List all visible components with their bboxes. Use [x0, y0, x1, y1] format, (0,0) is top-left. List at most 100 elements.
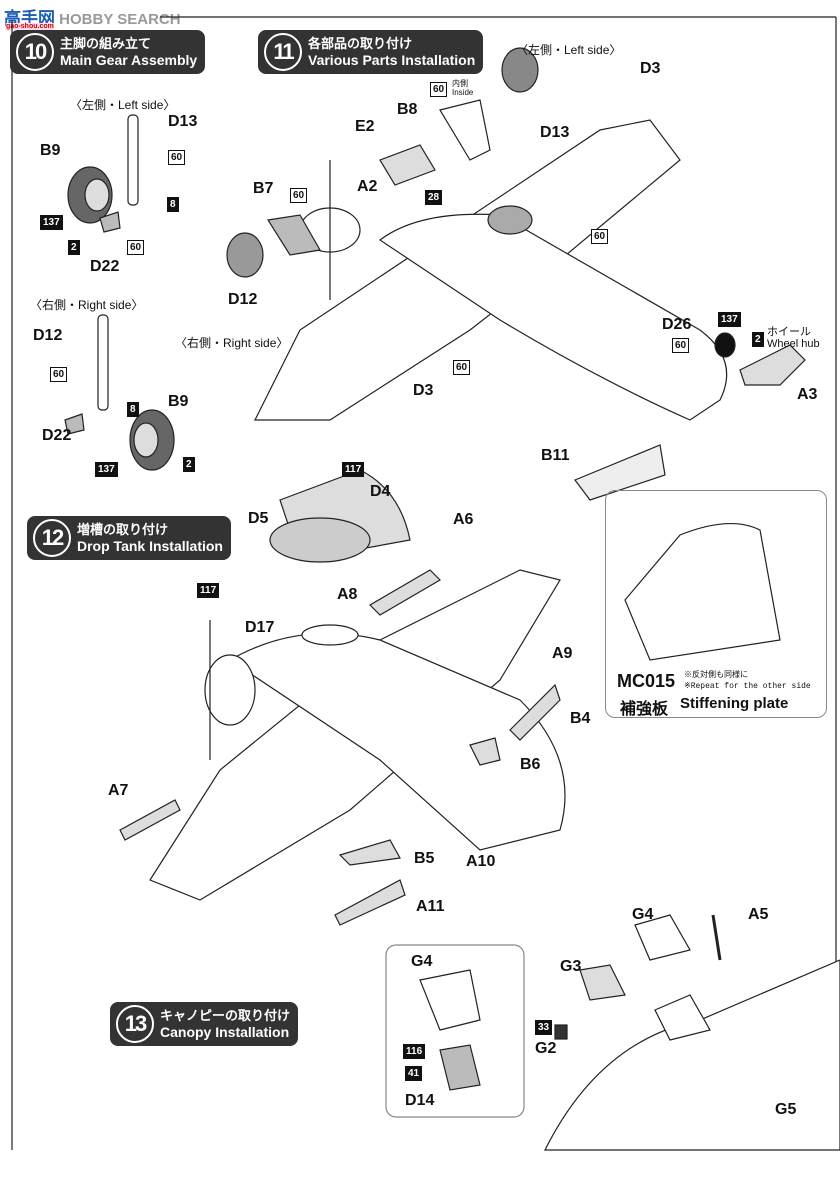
inset-name-en: Stiffening plate — [680, 695, 789, 712]
step-title-jp: キャノピーの取り付け — [160, 1008, 291, 1023]
part-label: D3 — [640, 60, 661, 77]
color-code: 60 — [168, 150, 186, 165]
color-code: 41 — [405, 1066, 423, 1081]
step-title-en: Main Gear Assembly — [60, 52, 198, 68]
part-label: D13 — [540, 124, 570, 141]
step-number: 12 — [33, 519, 71, 557]
inset-note-jp: ※反対側も同様に — [684, 670, 748, 679]
watermark-brand: HOBBY SEARCH — [59, 11, 181, 28]
part-label: D3 — [413, 382, 434, 399]
step-number: 11 — [264, 33, 302, 71]
part-label: D17 — [245, 619, 275, 636]
part-label: A9 — [552, 645, 573, 662]
step-title-en: Drop Tank Installation — [77, 538, 223, 554]
color-code: 117 — [197, 583, 220, 598]
color-code: 60 — [290, 188, 308, 203]
inset-note-en: ※Repeat for the other side — [684, 682, 811, 691]
part-label: D13 — [168, 113, 198, 130]
step-title-jp: 主脚の組み立て — [60, 36, 152, 51]
part-label: B9 — [168, 393, 189, 410]
color-code: 137 — [95, 462, 118, 477]
part-label: A8 — [337, 586, 358, 603]
part-label: B8 — [397, 101, 418, 118]
color-code: 2 — [752, 332, 764, 347]
part-label: D12 — [33, 327, 63, 344]
inset-tail-drawing — [624, 523, 781, 661]
step-title-en: Various Parts Installation — [308, 52, 476, 68]
part-label: D5 — [248, 510, 269, 527]
part-label: MC015 — [617, 671, 676, 691]
part-label: G4 — [632, 906, 654, 923]
part-label: G5 — [775, 1101, 797, 1118]
color-code: 2 — [183, 457, 195, 472]
inside-jp: 内側 — [452, 79, 468, 88]
right-side-caption: 〈右側・Right side〉 — [30, 298, 144, 312]
step-title-jp: 各部品の取り付け — [308, 36, 413, 51]
aircraft-step11-drawing — [226, 47, 806, 501]
color-code: 8 — [127, 402, 139, 417]
left-gear-drawing — [67, 114, 139, 233]
part-label: D14 — [405, 1092, 435, 1109]
watermark-logo: 高手网 HOBBY SEARCH gao-shou.com — [4, 4, 181, 30]
watermark-domain: gao-shou.com — [6, 23, 54, 30]
part-label: B5 — [414, 850, 435, 867]
part-label: A6 — [453, 511, 474, 528]
part-label: G2 — [535, 1040, 557, 1057]
part-label: B7 — [253, 180, 274, 197]
color-code: 137 — [40, 215, 63, 230]
part-label: A5 — [748, 906, 769, 923]
part-label: G3 — [560, 958, 582, 975]
step-title-en: Canopy Installation — [160, 1024, 290, 1040]
step-title-jp: 増槽の取り付け — [77, 522, 169, 537]
left-side-caption: 〈左側・Left side〉 — [70, 98, 176, 112]
color-code: 116 — [403, 1044, 426, 1059]
part-label: B6 — [520, 756, 541, 773]
step-number: 13 — [116, 1005, 154, 1043]
inset-name-jp: 補強板 — [620, 701, 669, 718]
part-label: B11 — [541, 447, 570, 464]
right-gear-drawing — [64, 314, 175, 471]
part-label: A10 — [466, 853, 496, 870]
canopy-drawing — [419, 914, 840, 1151]
part-label: D22 — [42, 427, 72, 444]
color-code: 28 — [425, 190, 443, 205]
right-side-caption: 〈右側・Right side〉 — [175, 336, 289, 350]
inside-en: Inside — [452, 88, 474, 97]
color-code: 8 — [167, 197, 179, 212]
color-code: 60 — [672, 338, 690, 353]
part-label: B9 — [40, 142, 61, 159]
part-label: G4 — [411, 953, 433, 970]
color-code: 60 — [50, 367, 68, 382]
part-label: D22 — [90, 258, 120, 275]
color-code: 60 — [591, 229, 609, 244]
part-label: A11 — [416, 898, 445, 915]
wheel-hub-jp: ホイール — [767, 326, 811, 338]
color-code: 117 — [342, 462, 365, 477]
left-side-caption: 〈左側・Left side〉 — [516, 43, 622, 57]
step-number: 10 — [16, 33, 54, 71]
part-label: A7 — [108, 782, 129, 799]
color-code: 137 — [718, 312, 741, 327]
part-label: D26 — [662, 316, 692, 333]
part-label: A3 — [797, 386, 818, 403]
part-label: A2 — [357, 178, 378, 195]
color-code: 2 — [68, 240, 80, 255]
stiffening-plate-inset — [605, 490, 827, 718]
color-code: 33 — [535, 1020, 553, 1035]
color-code: 60 — [127, 240, 145, 255]
color-code: 60 — [430, 82, 448, 97]
part-label: E2 — [355, 118, 375, 135]
wheel-hub-en: Wheel hub — [767, 338, 820, 350]
part-label: D12 — [228, 291, 258, 308]
color-code: 60 — [453, 360, 471, 375]
part-label: B4 — [570, 710, 591, 727]
part-label: D4 — [370, 483, 391, 500]
